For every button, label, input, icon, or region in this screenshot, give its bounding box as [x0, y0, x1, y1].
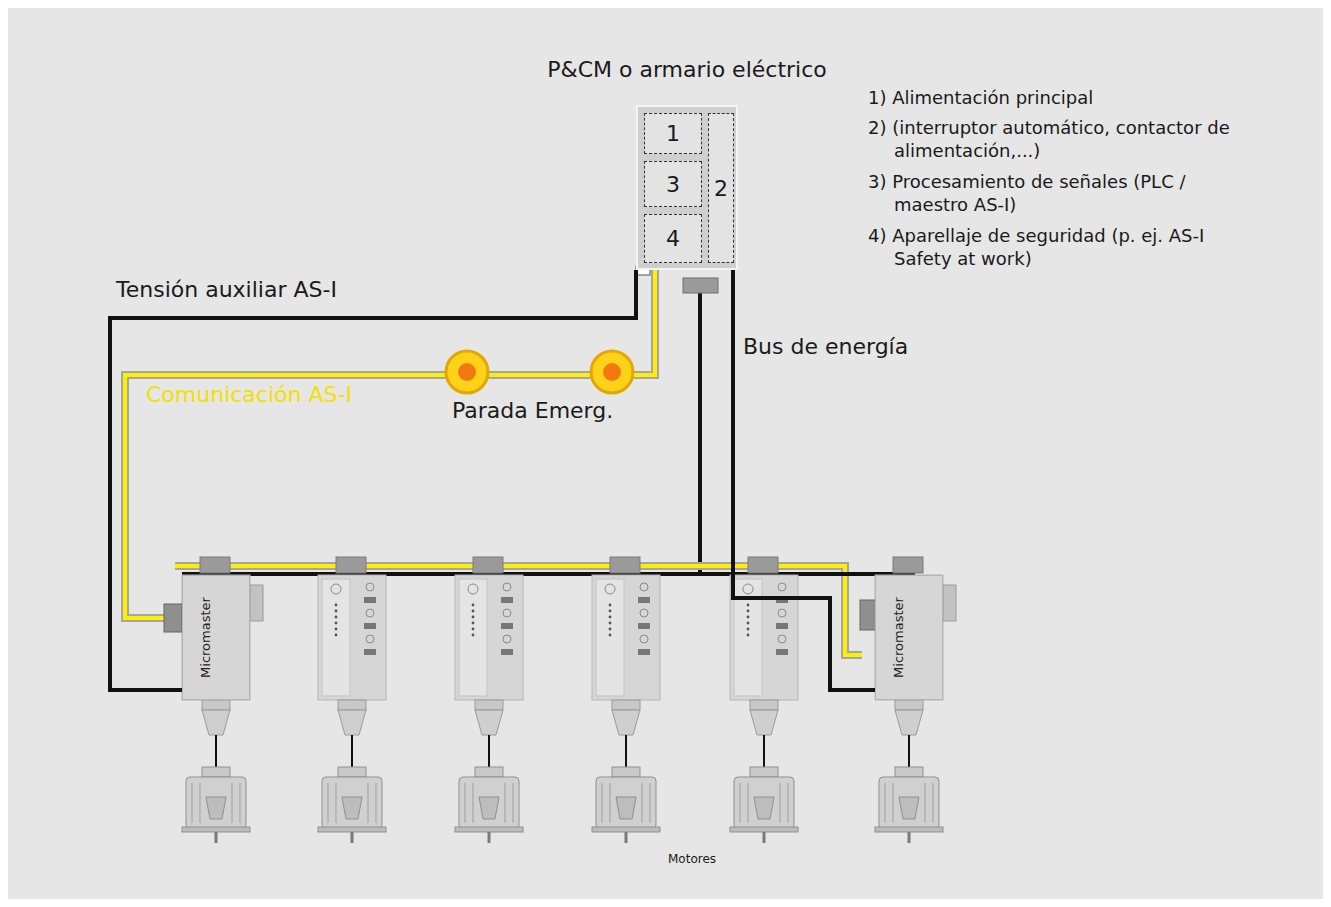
cable-connector — [125, 270, 655, 618]
cable-line — [125, 270, 655, 618]
legend-note: 1) Alimentación principal — [868, 86, 1258, 109]
side-tab — [943, 585, 956, 621]
wire-label: Bus de energía — [743, 334, 908, 359]
cabinet-section: 4 — [644, 214, 702, 263]
micromaster-drive: Micromaster — [182, 575, 250, 700]
cabinet-section: 1 — [644, 113, 702, 154]
drive-unit — [730, 557, 798, 767]
motor — [730, 767, 798, 843]
section-number: 3 — [666, 172, 680, 197]
motor — [592, 767, 660, 843]
cable-outline — [125, 270, 655, 618]
motor — [455, 767, 523, 843]
group-label: Motores — [668, 852, 716, 866]
side-tab — [250, 585, 263, 621]
legend-note: 2) (interruptor automático, contactor de… — [868, 116, 1258, 162]
legend-note: 3) Procesamiento de señales (PLC / maest… — [868, 170, 1258, 216]
emergency-stop — [591, 351, 633, 393]
cabinet-title: P&CM o armario eléctrico — [547, 57, 827, 82]
wire-label: Tensión auxiliar AS-I — [116, 277, 337, 302]
background — [8, 8, 1323, 899]
cabinet-box: P&CM o armario eléctrico1234 — [636, 105, 738, 270]
section-number: 1 — [666, 121, 680, 146]
emergency-stop-button — [603, 363, 621, 381]
micromaster-drive: Micromaster — [875, 575, 943, 700]
cabinet-section: 3 — [644, 161, 702, 207]
legend-note: 4) Aparellaje de seguridad (p. ej. AS-I … — [868, 224, 1258, 270]
motor — [318, 767, 386, 843]
motor — [182, 767, 250, 843]
emergency-stop — [446, 351, 488, 393]
drive-unit — [318, 557, 386, 767]
side-connector — [860, 600, 876, 630]
drive-unit — [592, 557, 660, 767]
side-connector — [164, 604, 182, 632]
drive-unit — [455, 557, 523, 767]
device-label: Parada Emerg. — [452, 398, 613, 423]
drive-name: Micromaster — [198, 597, 213, 678]
drive-name: Micromaster — [891, 597, 906, 678]
section-number: 4 — [666, 226, 680, 251]
motor — [875, 767, 943, 843]
power-bus — [182, 572, 915, 576]
wire-label: Comunicación AS-I — [146, 382, 352, 407]
cable-connector — [733, 270, 875, 690]
cabinet-section: 2 — [708, 113, 734, 263]
section-number: 2 — [714, 176, 728, 201]
cable-line — [733, 270, 875, 690]
drive-unit — [875, 557, 943, 767]
drive-unit — [182, 557, 250, 767]
bus-wire — [698, 292, 702, 574]
emergency-stop-button — [458, 363, 476, 381]
cabinet-connector — [683, 278, 718, 293]
